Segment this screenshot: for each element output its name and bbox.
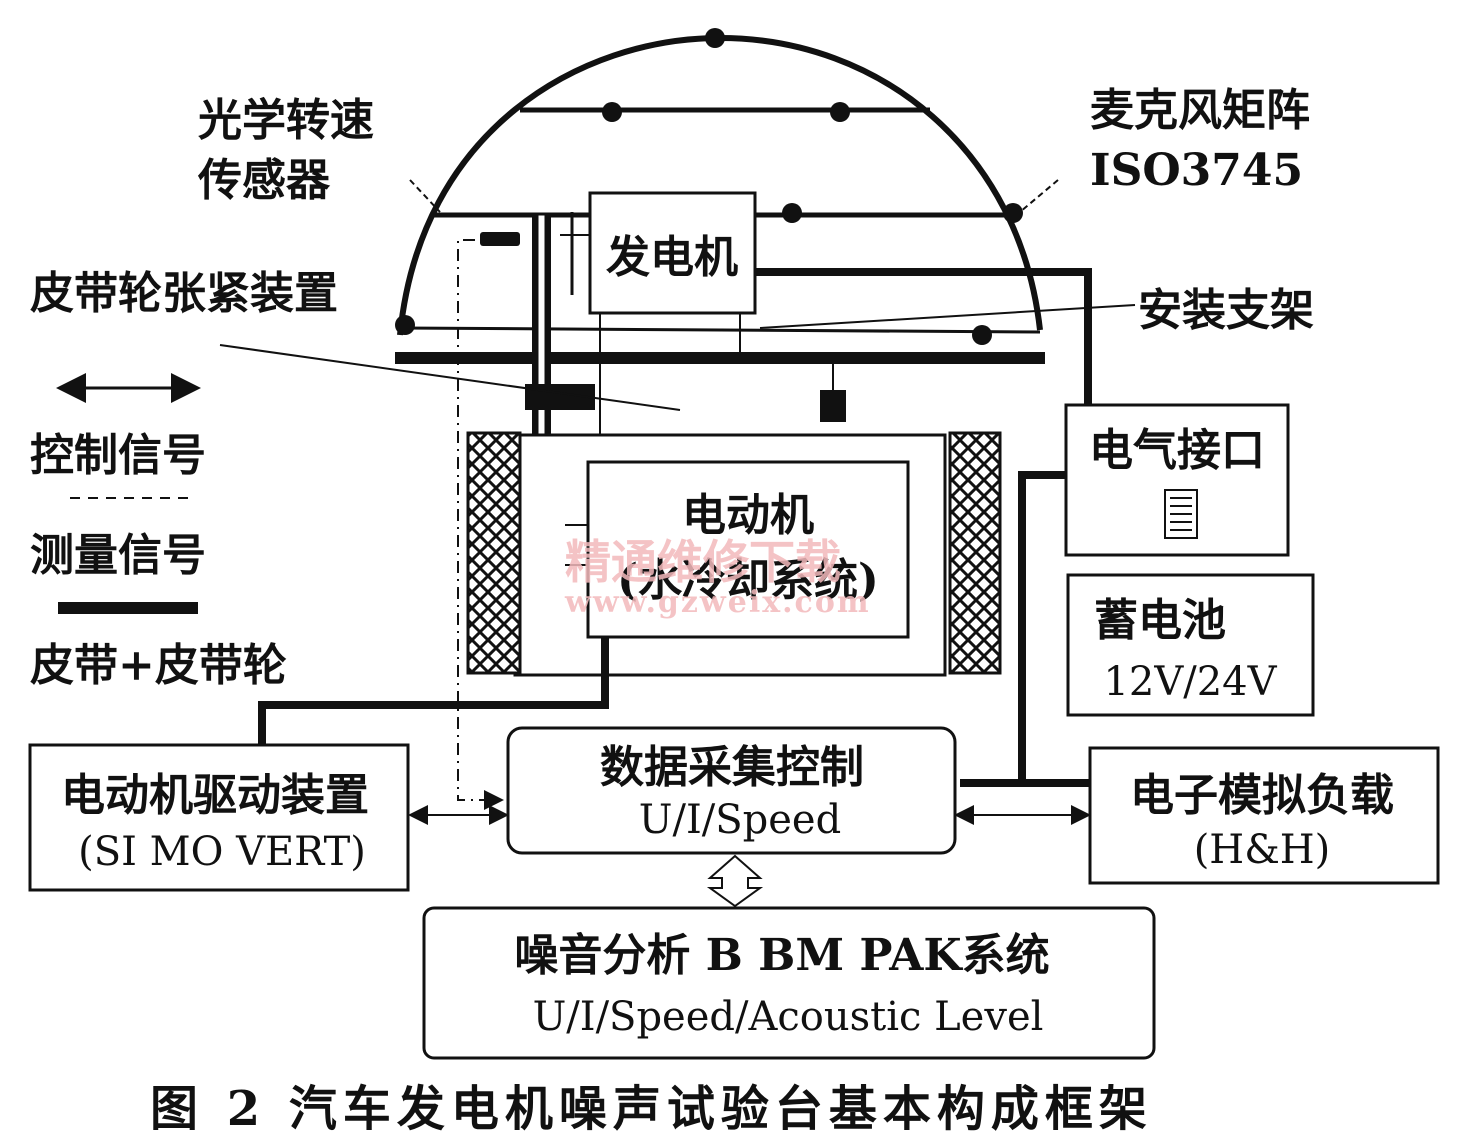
battery-label-line1: 蓄电池 xyxy=(1094,595,1226,646)
daq-label-line2: U/I/Speed xyxy=(639,797,841,843)
electronic-load-label-line2: (H&H) xyxy=(1194,827,1331,873)
figure-caption: 图 2 汽车发电机噪声试验台基本构成框架 xyxy=(150,1081,1153,1137)
battery-box: 蓄电池 12V/24V xyxy=(1066,573,1315,717)
optical-sensor-head xyxy=(480,232,520,246)
mounting-plate xyxy=(395,352,1045,364)
belt-tensioner-leader xyxy=(219,344,681,411)
microphone-dot xyxy=(705,28,725,48)
noise-analysis-box: 噪音分析 B BM PAK系统 U/I/Speed/Acoustic Level xyxy=(422,906,1156,1060)
belt-tensioner-label: 皮带轮张紧装置 xyxy=(30,268,338,319)
mounting-bracket-label: 安装支架 xyxy=(1138,285,1314,336)
motor-drive-label-line2: (SI MO VERT) xyxy=(78,829,366,875)
generator-box: 发电机 xyxy=(560,191,757,352)
mic-array-label-line1: 麦克风矩阵 xyxy=(1090,85,1310,136)
legend-measure-label: 测量信号 xyxy=(30,530,206,581)
daq-label-line1: 数据采集控制 xyxy=(600,742,864,793)
microphone-dome xyxy=(395,28,1043,345)
mounting-bracket-leader xyxy=(759,304,1136,329)
motor-label-line2: (水冷却系统) xyxy=(617,555,879,606)
cooling-jacket-left xyxy=(466,431,522,675)
daq-box: 数据采集控制 U/I/Speed xyxy=(506,726,957,855)
generator-output-wire xyxy=(755,268,1092,405)
noise-analysis-label-line1: 噪音分析 B BM PAK系统 xyxy=(514,930,1049,981)
generator-label: 发电机 xyxy=(606,232,738,283)
mic-array-label-line2: ISO3745 xyxy=(1090,145,1303,196)
microphone-dot xyxy=(782,203,802,223)
tensioner-pulley xyxy=(820,390,846,422)
interface-load-wire xyxy=(960,471,1090,787)
legend-belt-label: 皮带+皮带轮 xyxy=(30,640,287,691)
data-link-arrow xyxy=(706,854,764,908)
mic-array-leader xyxy=(1019,179,1059,213)
speed-measure-line xyxy=(457,239,504,810)
motor-label-line1: 电动机 xyxy=(682,490,814,541)
microphone-dot xyxy=(395,315,415,335)
electronic-load-label-line1: 电子模拟负载 xyxy=(1130,770,1394,821)
microphone-dot xyxy=(602,102,622,122)
electrical-interface-box: 电气接口 xyxy=(1064,403,1290,557)
optical-sensor-leader xyxy=(409,179,441,213)
cooling-jacket-right xyxy=(948,431,1002,675)
watermark-text: 精通维修下载 xyxy=(565,535,841,589)
watermark-url: www.gzweix.com xyxy=(564,585,871,620)
legend-control-label: 控制信号 xyxy=(30,430,206,481)
legend-belt-swatch xyxy=(58,602,198,614)
noise-analysis-label-line2: U/I/Speed/Acoustic Level xyxy=(533,994,1044,1040)
microphone-dot xyxy=(1003,203,1023,223)
optical-sensor-label-line1: 光学转速 xyxy=(198,95,374,146)
motor-drive-wire xyxy=(258,637,609,745)
electronic-load-box: 电子模拟负载 (H&H) xyxy=(1088,746,1440,885)
optical-sensor-label-line2: 传感器 xyxy=(197,155,331,206)
microphone-dot xyxy=(830,102,850,122)
connector-icon xyxy=(1164,489,1198,539)
electrical-interface-label: 电气接口 xyxy=(1089,425,1265,476)
belt-drive xyxy=(525,214,595,636)
motor-drive-box: 电动机驱动装置 (SI MO VERT) xyxy=(28,743,410,892)
microphone-dot xyxy=(972,325,992,345)
legend: 控制信号 测量信号 皮带+皮带轮 xyxy=(30,373,287,691)
motor-drive-label-line1: 电动机驱动装置 xyxy=(61,770,369,821)
battery-label-line2: 12V/24V xyxy=(1103,659,1277,705)
motor-assembly: 电动机 (水冷却系统) xyxy=(466,431,1002,677)
